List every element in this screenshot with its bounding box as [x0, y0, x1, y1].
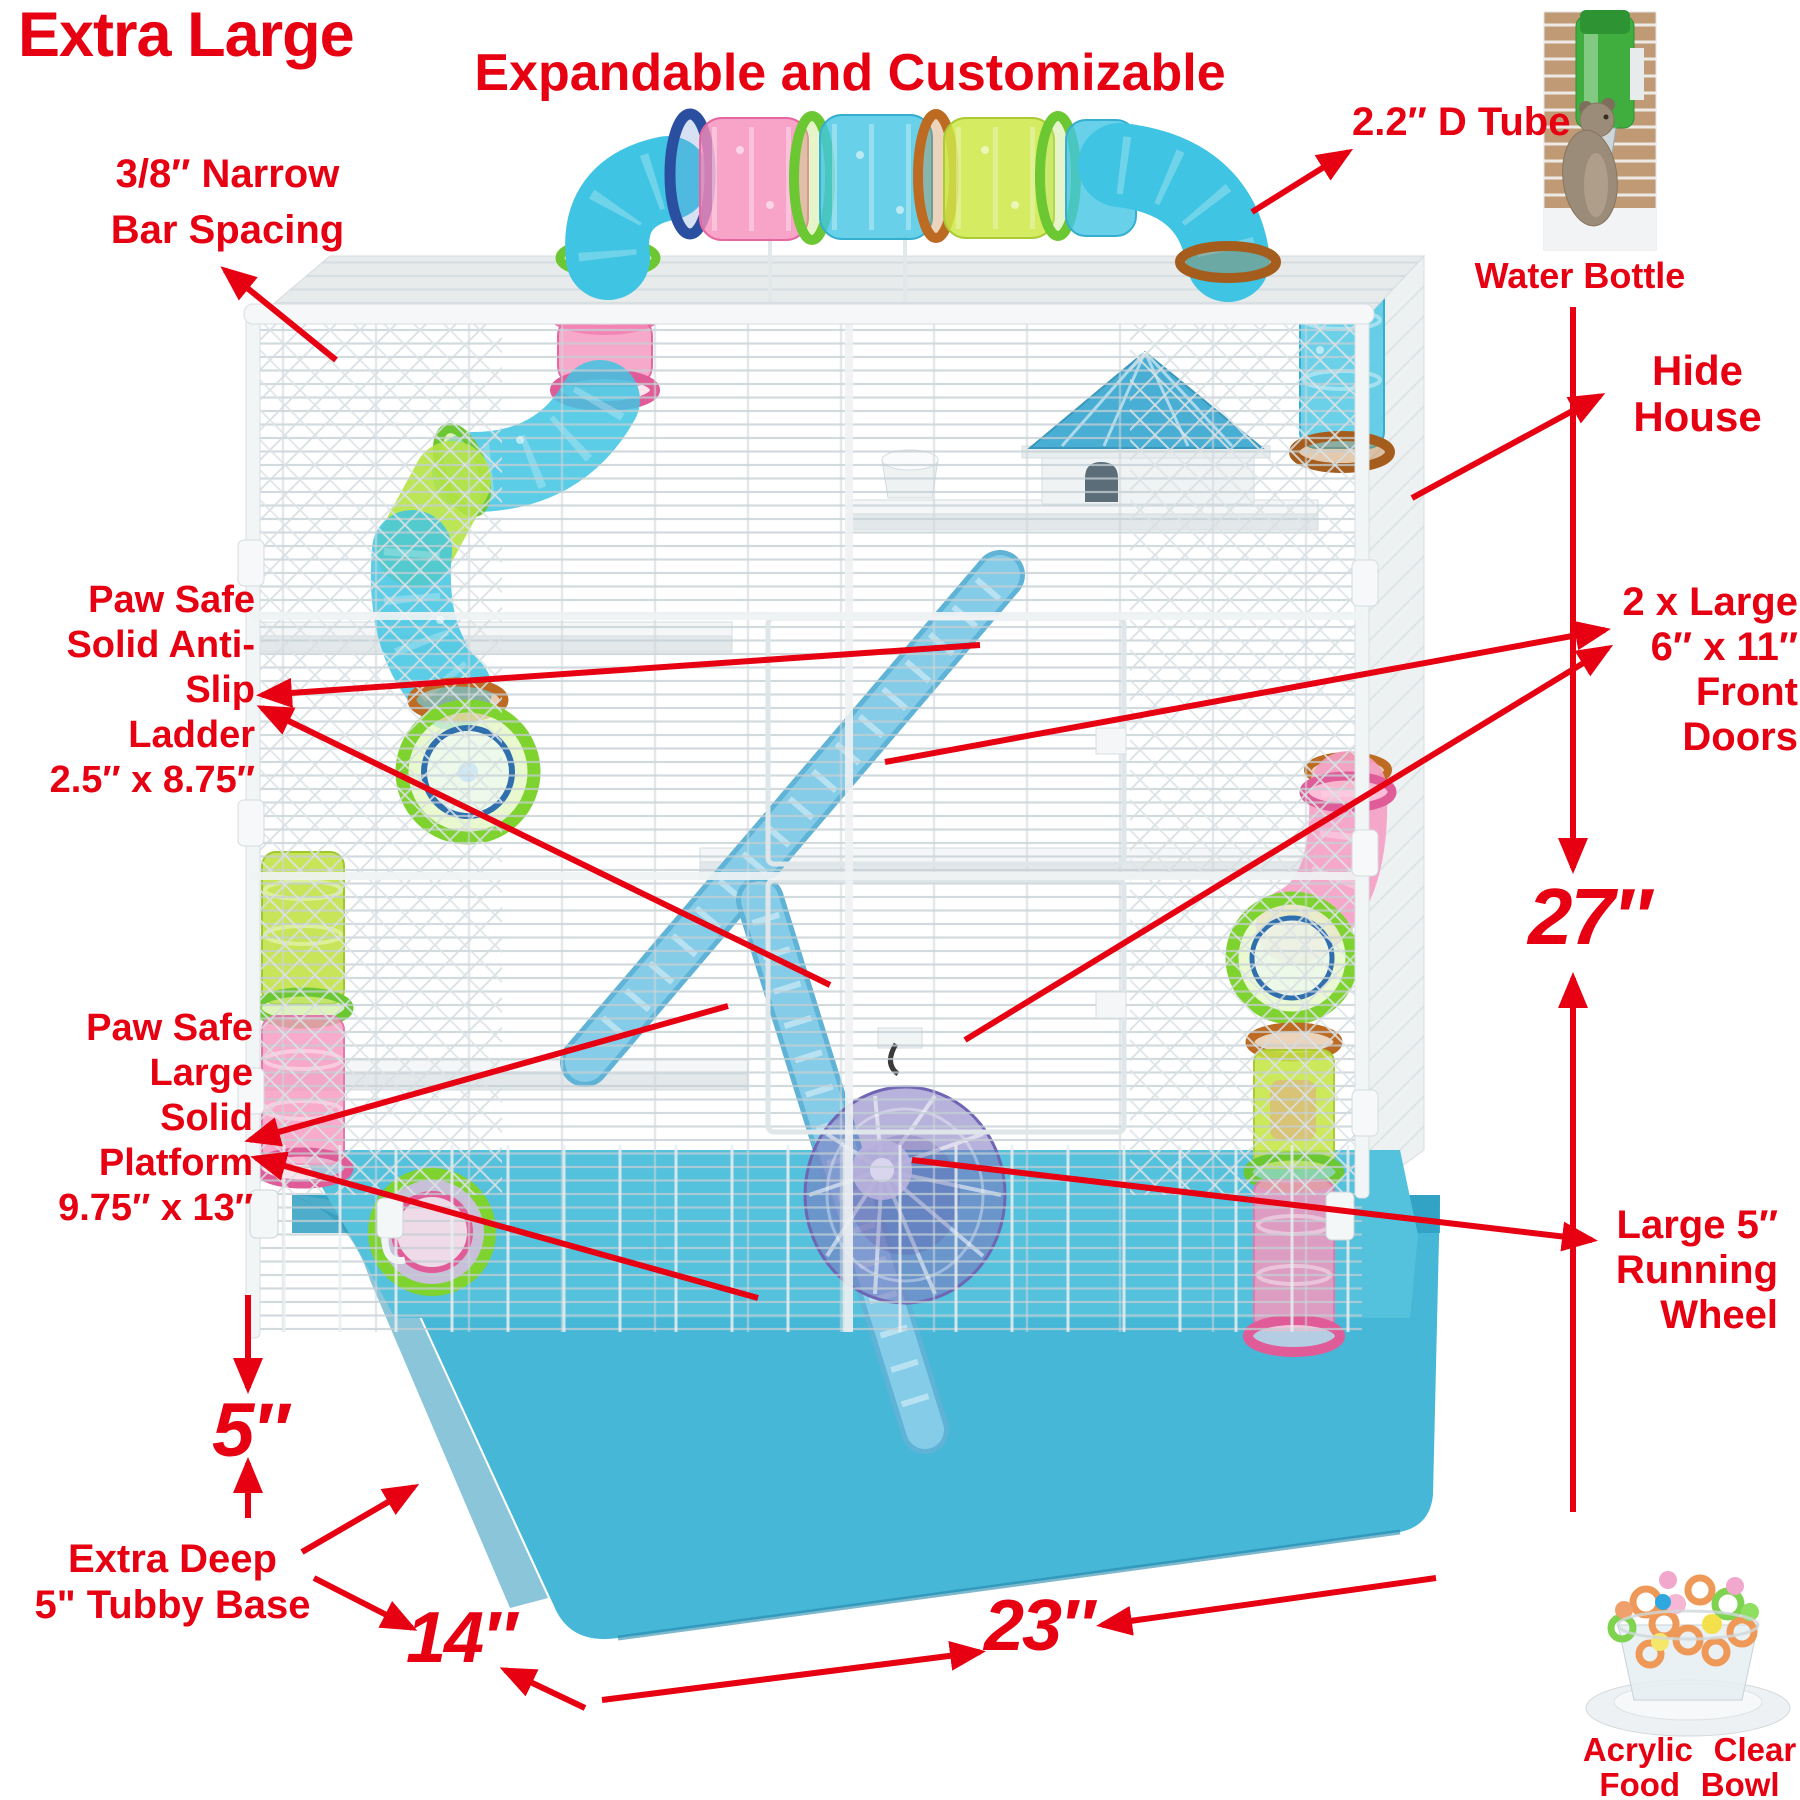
callout-ladder: Paw Safe Solid Anti-Slip Ladder 2.5″ x 8… — [49, 579, 255, 801]
base-latches — [249, 1189, 1355, 1265]
callout-hide-house: Hide House — [1633, 347, 1762, 440]
arrow-bar-spacing — [220, 266, 338, 363]
callout-bar-spacing: 3/8″ Narrow Bar Spacing — [110, 152, 345, 252]
water-bottle-label: Water Bottle — [1474, 255, 1686, 296]
connector-clips — [237, 539, 1379, 1137]
wire-mesh — [252, 322, 1362, 1332]
callout-tube: 2.2″ D Tube — [1352, 100, 1571, 144]
arrow-hide-house — [1410, 393, 1606, 501]
arrow-ladder-1 — [256, 642, 981, 708]
arrow-tube — [1250, 148, 1354, 215]
annotation-arrows — [220, 148, 1614, 1711]
hamster — [1562, 98, 1618, 227]
arrow-door-1 — [884, 620, 1611, 765]
callout-running-wheel: Large 5″ Running Wheel — [1615, 1203, 1778, 1337]
page-title: Extra Large — [18, 0, 355, 70]
dim-14-right — [499, 1667, 587, 1711]
water-bottle-photo — [1543, 10, 1657, 251]
callout-front-doors: 2 x Large 6″ x 11″ Front Doors — [1622, 580, 1798, 759]
callout-platform: Paw Safe Large Solid Platform 9.75″ x 13… — [58, 1007, 253, 1229]
door-latch — [1095, 727, 1127, 755]
arrow-door-2 — [963, 644, 1614, 1043]
food-bowl-label: Acrylic Clear Food Bowl — [1582, 1731, 1797, 1800]
dim-23-left — [601, 1640, 986, 1703]
arrow-platform-2 — [250, 1151, 759, 1301]
marshmallows — [1615, 1571, 1759, 1651]
cage-roof-side — [1361, 254, 1425, 1196]
cage-roof — [243, 255, 1426, 325]
arrow-platform-1 — [244, 1003, 729, 1147]
dim-14-left — [312, 1575, 418, 1631]
dim-23-right — [1096, 1575, 1437, 1636]
callout-tubby-base: Extra Deep 5" Tubby Base — [34, 1537, 311, 1627]
page-subtitle: Expandable and Customizable — [474, 44, 1226, 102]
dimension-width: 23″ — [984, 1586, 1095, 1666]
tube-bubbles — [436, 146, 1324, 624]
arrow-wheel — [911, 1157, 1598, 1252]
food-bowl-photo — [1585, 1571, 1791, 1737]
tube-train-top — [436, 108, 1324, 624]
arrow-tubby-base — [300, 1483, 420, 1555]
door-latch — [1095, 991, 1127, 1019]
dimension-depth: 14″ — [406, 1598, 517, 1678]
dimension-height: 27″ — [1528, 872, 1651, 961]
water-bottle — [1575, 10, 1644, 169]
arrow-ladder-2 — [256, 705, 832, 988]
dimension-base-height: 5″ — [212, 1388, 289, 1473]
